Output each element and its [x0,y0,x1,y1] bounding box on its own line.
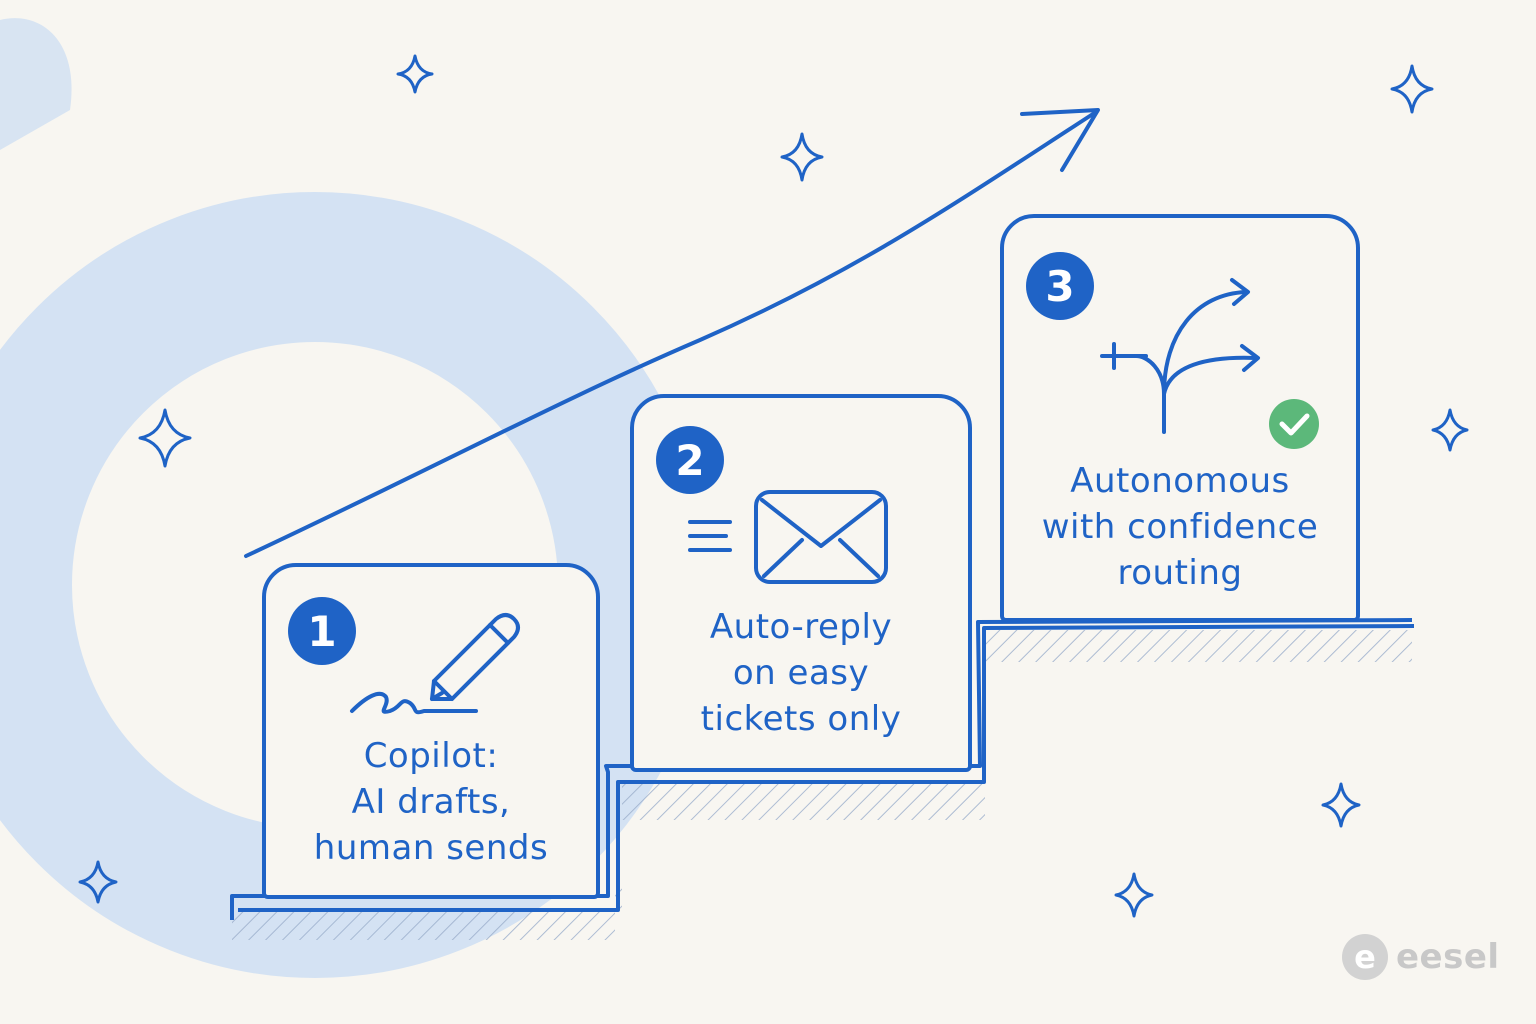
step-number-badge: 3 [1026,252,1094,320]
step-label: Autonomous with confidence routing [1004,458,1356,596]
staircase-line-inner [238,624,1415,912]
sparkle-icon [1114,872,1154,918]
step-label: Auto-reply on easy tickets only [634,604,968,742]
step-card-1: 1 Copilot: AI drafts, human sends [262,563,600,899]
sparkle-icon [780,132,824,182]
pencil-signature-icon [350,613,520,715]
step-label-line: tickets only [700,699,902,739]
check-circle-icon [1269,399,1319,449]
stair-shading [232,630,1412,940]
sparkle-icon [1390,64,1434,114]
step-number-badge: 1 [288,597,356,665]
sparkle-icon [78,860,118,904]
eesel-logo: e eesel [1342,934,1500,980]
step-card-2: 2 Auto-reply on easy tickets only [630,394,972,772]
sparkle-stars [78,54,1469,918]
step-label-line: with confidence [1041,507,1319,547]
step-card-3: 3 Autonomous with confidence routing [1000,214,1360,622]
step-label-line: Auto-reply [709,607,893,647]
step-label-line: Copilot: [363,736,499,776]
logo-wordmark: eesel [1396,937,1500,977]
step-label-line: routing [1117,553,1243,593]
step-label-line: human sends [313,828,549,868]
step-label-line: AI drafts, [351,782,511,822]
logo-mark-icon: e [1342,934,1388,980]
step-number-badge: 2 [656,426,724,494]
envelope-icon [688,490,888,584]
step-label-line: on easy [732,653,870,693]
sparkle-icon [138,408,192,468]
sparkle-icon [396,54,434,94]
growth-arrow-icon [244,108,1100,558]
sparkle-icon [1431,408,1469,452]
step-label-line: Autonomous [1070,461,1290,501]
sparkle-icon [1321,782,1361,828]
branching-arrows-icon [1100,278,1260,434]
step-label: Copilot: AI drafts, human sends [266,733,596,871]
